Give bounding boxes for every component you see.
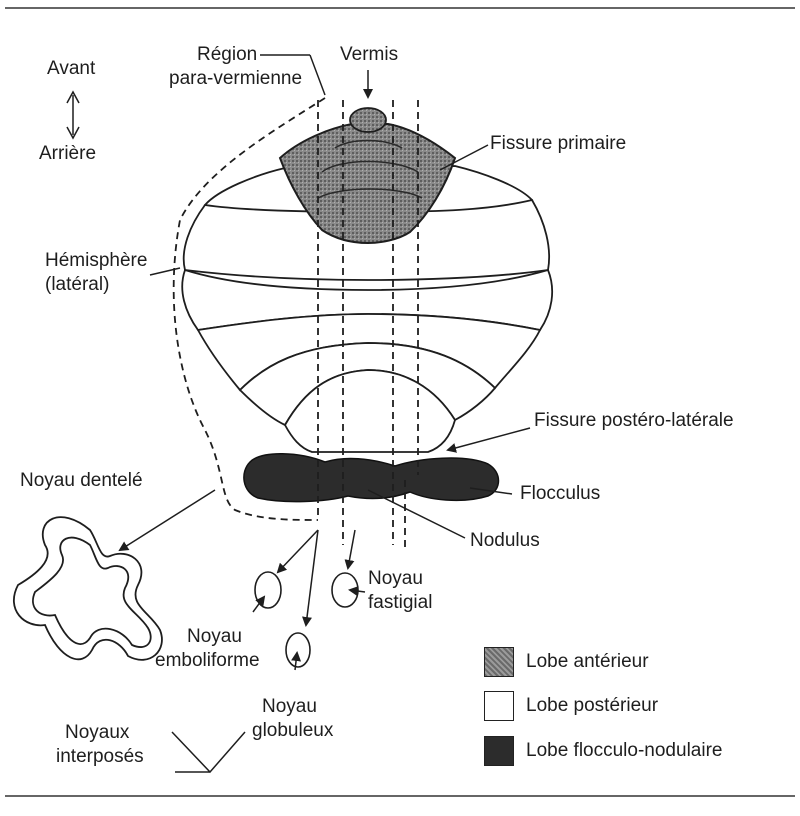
legend-swatch-posterior	[484, 691, 514, 721]
fissure-postero-arrow	[448, 428, 530, 450]
orientation-arrow	[67, 92, 79, 138]
fastigial-label-arrow	[350, 590, 365, 592]
label-globuleux-2: globuleux	[252, 720, 333, 742]
legend-label-flocculonodular: Lobe flocculo-nodulaire	[526, 740, 722, 762]
label-vermis: Vermis	[340, 44, 398, 66]
legend-swatch-flocculonodular	[484, 736, 514, 766]
label-region-2: para-vermienne	[169, 68, 302, 90]
emboliform-label-arrow	[253, 597, 264, 612]
label-flocculus: Flocculus	[520, 483, 600, 505]
label-fastigial-1: Noyau	[368, 568, 423, 590]
lingula	[350, 108, 386, 132]
label-region-1: Région	[197, 44, 257, 66]
label-hemisphere-1: Hémisphère	[45, 250, 147, 272]
label-noyau-dentele: Noyau dentelé	[20, 470, 143, 492]
label-back: Arrière	[39, 143, 96, 165]
globose-arrow	[306, 530, 318, 625]
region-leader-2	[310, 55, 325, 95]
dentate-arrow	[120, 490, 215, 550]
interposed-bracket	[172, 732, 245, 772]
emboliform-arrow	[278, 530, 318, 572]
fastigial-arrow	[348, 530, 355, 568]
legend-flocculonodular: Lobe flocculo-nodulaire	[484, 733, 722, 769]
label-globuleux-1: Noyau	[262, 696, 317, 718]
label-fastigial-2: fastigial	[368, 592, 432, 614]
label-emboliforme-1: Noyau	[187, 626, 242, 648]
globose-nucleus	[286, 633, 310, 667]
legend-posterior: Lobe postérieur	[484, 688, 658, 724]
label-interposes-1: Noyaux	[65, 722, 129, 744]
legend-anterior: Lobe antérieur	[484, 644, 649, 680]
label-fissure-postero-laterale: Fissure postéro-latérale	[534, 410, 734, 432]
label-front: Avant	[47, 58, 95, 80]
label-hemisphere-2: (latéral)	[45, 274, 109, 296]
label-fissure-primaire: Fissure primaire	[490, 133, 626, 155]
label-interposes-2: interposés	[56, 746, 144, 768]
label-nodulus: Nodulus	[470, 530, 540, 552]
legend-label-posterior: Lobe postérieur	[526, 695, 658, 717]
legend-label-anterior: Lobe antérieur	[526, 651, 649, 673]
dentate-nucleus	[14, 517, 162, 660]
hemisphere-leader	[150, 268, 180, 275]
label-emboliforme-2: emboliforme	[155, 650, 260, 672]
emboliform-nucleus	[255, 572, 281, 608]
flocculonodular-lobe	[244, 454, 499, 502]
legend-swatch-anterior	[484, 647, 514, 677]
